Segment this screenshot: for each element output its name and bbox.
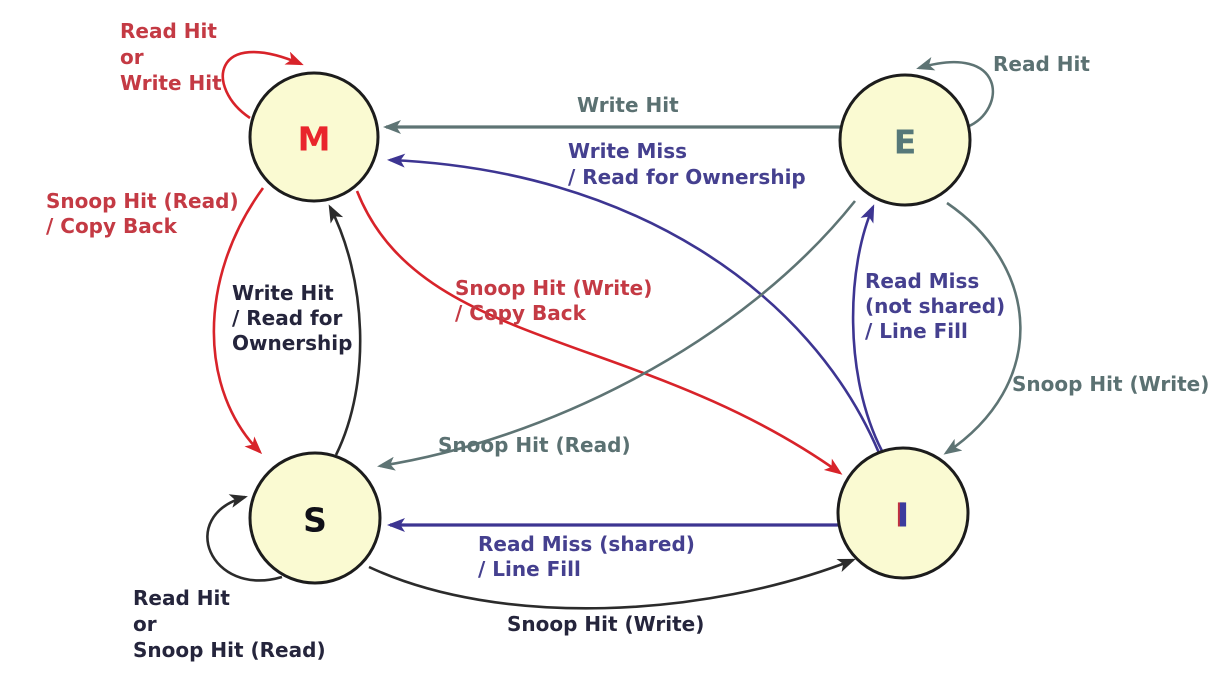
state-letter-shadow-I: I xyxy=(895,496,907,535)
transition-E-to-I xyxy=(943,201,1022,455)
transition-label-M-S: / Copy Back xyxy=(46,214,178,238)
transition-label-M-self: Write Hit xyxy=(120,71,222,95)
state-letter-M: M xyxy=(298,120,331,159)
state-letter-S: S xyxy=(303,501,327,540)
self-loop-E xyxy=(916,57,995,129)
self-loop-M xyxy=(221,50,304,120)
transition-label-M-I: Snoop Hit (Write) xyxy=(455,276,652,300)
transition-S-to-M xyxy=(328,204,362,456)
transition-label-M-S: Snoop Hit (Read) xyxy=(46,189,239,213)
transition-label-I-M: Write Miss xyxy=(568,139,687,163)
transition-label-I-E: / Line Fill xyxy=(865,319,968,343)
self-loop-S xyxy=(206,494,283,582)
transition-label-S-self: Snoop Hit (Read) xyxy=(133,638,326,662)
transition-label-M-I: / Copy Back xyxy=(455,301,587,325)
transition-M-to-S xyxy=(212,187,265,455)
transition-M-to-I xyxy=(355,190,843,475)
state-node-M xyxy=(248,71,380,203)
transition-label-S-self: or xyxy=(133,612,157,636)
transition-S-to-I xyxy=(368,558,856,610)
transition-label-S-M: Write Hit xyxy=(232,281,334,305)
transition-label-S-M: / Read for xyxy=(232,306,342,330)
transition-label-I-E: Read Miss xyxy=(865,269,979,293)
transition-label-E-M: Write Hit xyxy=(577,93,679,117)
transition-E-to-S xyxy=(377,200,857,471)
state-node-I xyxy=(836,446,970,580)
state-letter-I: I xyxy=(897,496,909,535)
transition-I-to-E xyxy=(851,204,884,452)
transition-label-S-M: Ownership xyxy=(232,331,352,355)
transition-label-E-S: Snoop Hit (Read) xyxy=(438,433,631,457)
transition-label-I-S: Read Miss (shared) xyxy=(478,532,695,556)
transition-label-M-self: Read Hit xyxy=(120,19,217,43)
transition-label-S-self: Read Hit xyxy=(133,586,230,610)
transition-label-E-I: Snoop Hit (Write) xyxy=(1012,372,1209,396)
transition-label-I-E: (not shared) xyxy=(865,294,1005,318)
transition-I-to-M xyxy=(387,153,881,454)
state-letter-E: E xyxy=(894,123,917,162)
transition-label-I-M: / Read for Ownership xyxy=(568,165,806,189)
transition-label-E-self: Read Hit xyxy=(993,52,1090,76)
transition-label-M-self: or xyxy=(120,45,144,69)
transition-label-S-I: Snoop Hit (Write) xyxy=(507,612,704,636)
state-node-S xyxy=(248,451,382,585)
state-node-E xyxy=(838,73,972,207)
transition-label-I-S: / Line Fill xyxy=(478,557,581,581)
